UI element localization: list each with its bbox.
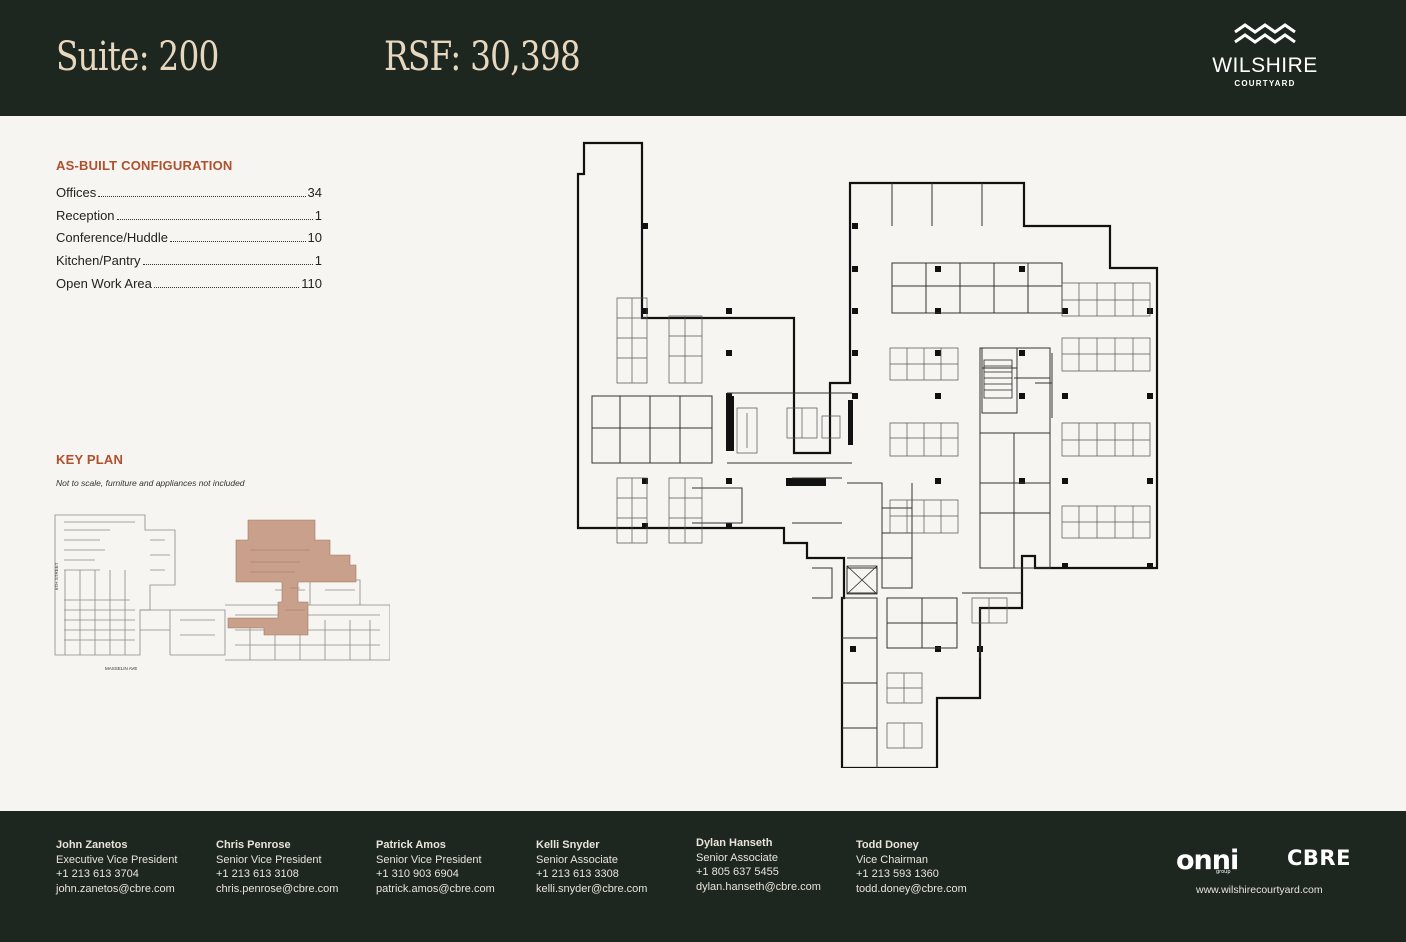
contact-name: Chris Penrose bbox=[216, 839, 291, 851]
contact-phone[interactable]: +1 213 613 3308 bbox=[536, 868, 619, 880]
rsf-area: RSF: 30,398 bbox=[384, 34, 581, 80]
contact-title: Executive Vice President bbox=[56, 853, 178, 866]
contact-card: Kelli Snyder Senior Associate +1 213 613… bbox=[536, 838, 647, 896]
footer-bar: John Zanetos Executive Vice President +1… bbox=[0, 811, 1406, 942]
config-value: 34 bbox=[307, 185, 322, 200]
contact-card: Dylan Hanseth Senior Associate +1 805 63… bbox=[696, 836, 821, 894]
keyplan-note: Not to scale, furniture and appliances n… bbox=[56, 478, 245, 488]
contact-email[interactable]: kelli.snyder@cbre.com bbox=[536, 882, 648, 895]
onni-wordmark: onni bbox=[1176, 845, 1239, 876]
contact-phone[interactable]: +1 310 903 6904 bbox=[376, 868, 459, 880]
street-label: 6TH STREET bbox=[54, 562, 59, 590]
config-list: Offices 34 Reception 1 Conference/Huddle 10… bbox=[56, 185, 322, 298]
config-label: Conference/Huddle bbox=[56, 230, 169, 246]
config-value: 1 bbox=[314, 253, 322, 269]
highlighted-suite bbox=[227, 519, 357, 636]
logo-name: WILSHIRE bbox=[1212, 54, 1318, 77]
cbre-logo: CBRE bbox=[1287, 846, 1351, 870]
logo-sub: COURTYARD bbox=[1234, 79, 1296, 88]
workstations bbox=[616, 282, 1151, 749]
wilshire-logo: WILSHIRE COURTYARD bbox=[1212, 22, 1318, 88]
interior-walls bbox=[591, 183, 1063, 768]
contact-name: Dylan Hanseth bbox=[696, 837, 773, 849]
header-bar: Suite: 200 RSF: 30,398 WILSHIRE COURTYAR… bbox=[0, 0, 1406, 116]
contact-title: Vice Chairman bbox=[856, 853, 928, 866]
contact-email[interactable]: patrick.amos@cbre.com bbox=[376, 882, 495, 895]
contact-title: Senior Associate bbox=[536, 853, 618, 866]
contact-phone[interactable]: +1 213 613 3704 bbox=[56, 868, 139, 880]
contact-name: Patrick Amos bbox=[376, 839, 446, 851]
suite-number: Suite: 200 bbox=[56, 34, 219, 80]
contact-title: Senior Associate bbox=[696, 851, 778, 864]
contact-name: Todd Doney bbox=[856, 839, 919, 851]
avenue-label: MASSELIN AVE bbox=[105, 666, 137, 671]
config-label: Open Work Area bbox=[56, 275, 152, 291]
config-row: Offices 34 bbox=[56, 185, 322, 208]
config-title: AS-BUILT CONFIGURATION bbox=[56, 158, 233, 173]
website-link[interactable]: www.wilshirecourtyard.com bbox=[1196, 884, 1323, 896]
contact-phone[interactable]: +1 213 613 3108 bbox=[216, 868, 299, 880]
contact-title: Senior Vice President bbox=[376, 853, 482, 866]
contact-email[interactable]: john.zanetos@cbre.com bbox=[56, 882, 175, 895]
onni-subtext: group bbox=[1216, 869, 1231, 875]
contact-card: John Zanetos Executive Vice President +1… bbox=[56, 838, 177, 896]
stair-core bbox=[846, 359, 1013, 595]
waves-icon bbox=[1234, 23, 1296, 44]
config-label: Reception bbox=[56, 207, 115, 223]
config-label: Offices bbox=[56, 185, 97, 200]
contact-card: Patrick Amos Senior Vice President +1 31… bbox=[376, 838, 495, 896]
config-value: 10 bbox=[307, 230, 322, 246]
key-plan-map: 6TH STREET MASSELIN AVE bbox=[54, 514, 390, 671]
contact-name: John Zanetos bbox=[56, 839, 128, 851]
config-row: Open Work Area 110 bbox=[56, 276, 322, 299]
keyplan-title: KEY PLAN bbox=[56, 452, 124, 467]
config-value: 1 bbox=[314, 207, 322, 223]
contact-email[interactable]: chris.penrose@cbre.com bbox=[216, 882, 339, 895]
contact-card: Chris Penrose Senior Vice President +1 2… bbox=[216, 838, 338, 896]
config-label: Kitchen/Pantry bbox=[56, 253, 141, 269]
contact-email[interactable]: todd.doney@cbre.com bbox=[856, 882, 967, 895]
config-row: Kitchen/Pantry 1 bbox=[56, 253, 322, 276]
config-row: Conference/Huddle 10 bbox=[56, 230, 322, 253]
config-row: Reception 1 bbox=[56, 208, 322, 231]
contact-name: Kelli Snyder bbox=[536, 839, 600, 851]
contact-phone[interactable]: +1 805 637 5455 bbox=[696, 866, 779, 878]
exterior-walls bbox=[576, 141, 1159, 768]
config-value: 110 bbox=[301, 275, 322, 291]
contact-phone[interactable]: +1 213 593 1360 bbox=[856, 868, 939, 880]
floor-plan bbox=[576, 141, 1159, 768]
contact-email[interactable]: dylan.hanseth@cbre.com bbox=[696, 880, 821, 893]
contact-card: Todd Doney Vice Chairman +1 213 593 1360… bbox=[856, 838, 967, 896]
contact-title: Senior Vice President bbox=[216, 853, 322, 866]
